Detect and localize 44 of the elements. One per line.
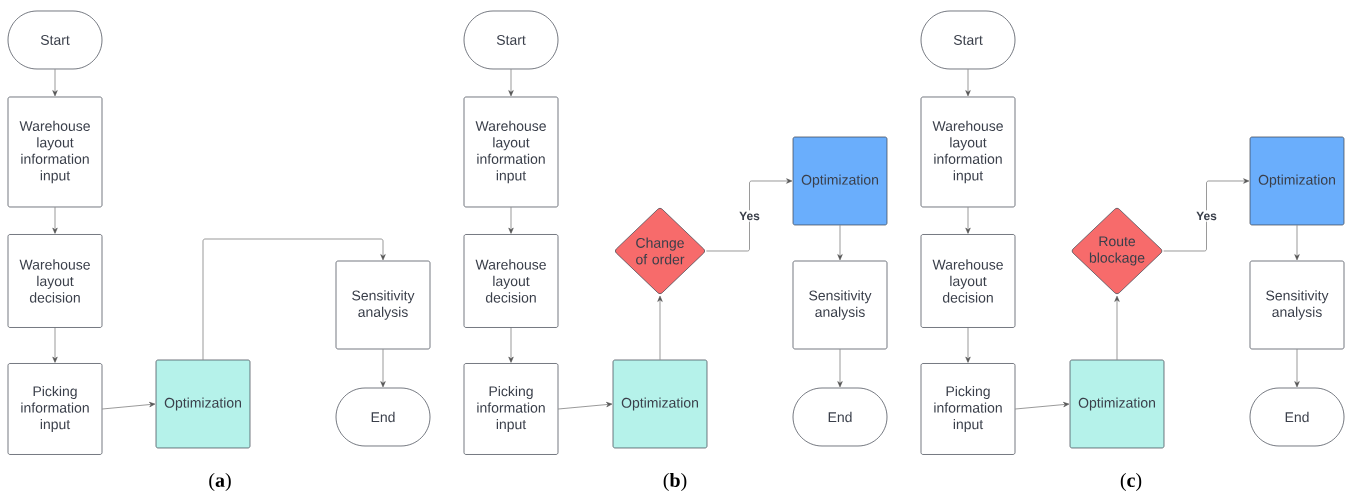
arrow bbox=[558, 401, 613, 410]
arrow bbox=[508, 327, 514, 363]
arrow bbox=[1015, 401, 1070, 410]
process-box: Warehouse layout information input bbox=[7, 96, 103, 208]
process-box: Picking information input bbox=[920, 363, 1016, 455]
arrow bbox=[965, 327, 971, 363]
arrow bbox=[1114, 295, 1120, 360]
process-box: Optimization bbox=[155, 359, 251, 449]
arrow bbox=[1163, 178, 1250, 252]
process-box: Warehouse layout decision bbox=[7, 234, 103, 328]
process-box: Warehouse layout decision bbox=[920, 234, 1016, 328]
arrow bbox=[508, 69, 514, 97]
process-box: Optimization bbox=[792, 136, 888, 226]
arrow bbox=[202, 238, 386, 360]
process-box: Optimization bbox=[1249, 136, 1345, 226]
arrow bbox=[52, 207, 58, 234]
arrow bbox=[965, 207, 971, 234]
edge-label: Yes bbox=[737, 210, 762, 222]
process-box: Optimization bbox=[612, 359, 708, 449]
process-box: Optimization bbox=[1069, 359, 1165, 449]
arrow bbox=[1294, 225, 1300, 261]
panel-label: (b) bbox=[663, 472, 687, 492]
edge-label: Yes bbox=[1194, 210, 1219, 222]
arrow bbox=[837, 349, 843, 388]
arrow bbox=[657, 295, 663, 360]
arrow bbox=[52, 69, 58, 97]
arrow bbox=[102, 401, 156, 410]
process-box: Sensitivity analysis bbox=[792, 260, 888, 350]
process-box: Warehouse layout information input bbox=[920, 96, 1016, 208]
panel-label: (c) bbox=[1120, 472, 1142, 492]
process-box: Sensitivity analysis bbox=[335, 260, 431, 350]
arrow bbox=[52, 327, 58, 363]
arrow bbox=[508, 207, 514, 234]
process-box: Warehouse layout decision bbox=[463, 234, 559, 328]
arrow bbox=[965, 69, 971, 97]
process-box: Picking information input bbox=[463, 363, 559, 455]
arrow bbox=[1294, 349, 1300, 388]
arrow bbox=[380, 349, 386, 388]
arrow bbox=[837, 225, 843, 261]
process-box: Warehouse layout information input bbox=[463, 96, 559, 208]
process-box: Sensitivity analysis bbox=[1249, 260, 1345, 350]
panel-label: (a) bbox=[209, 472, 231, 492]
process-box: Picking information input bbox=[7, 363, 103, 455]
arrow bbox=[706, 178, 793, 252]
